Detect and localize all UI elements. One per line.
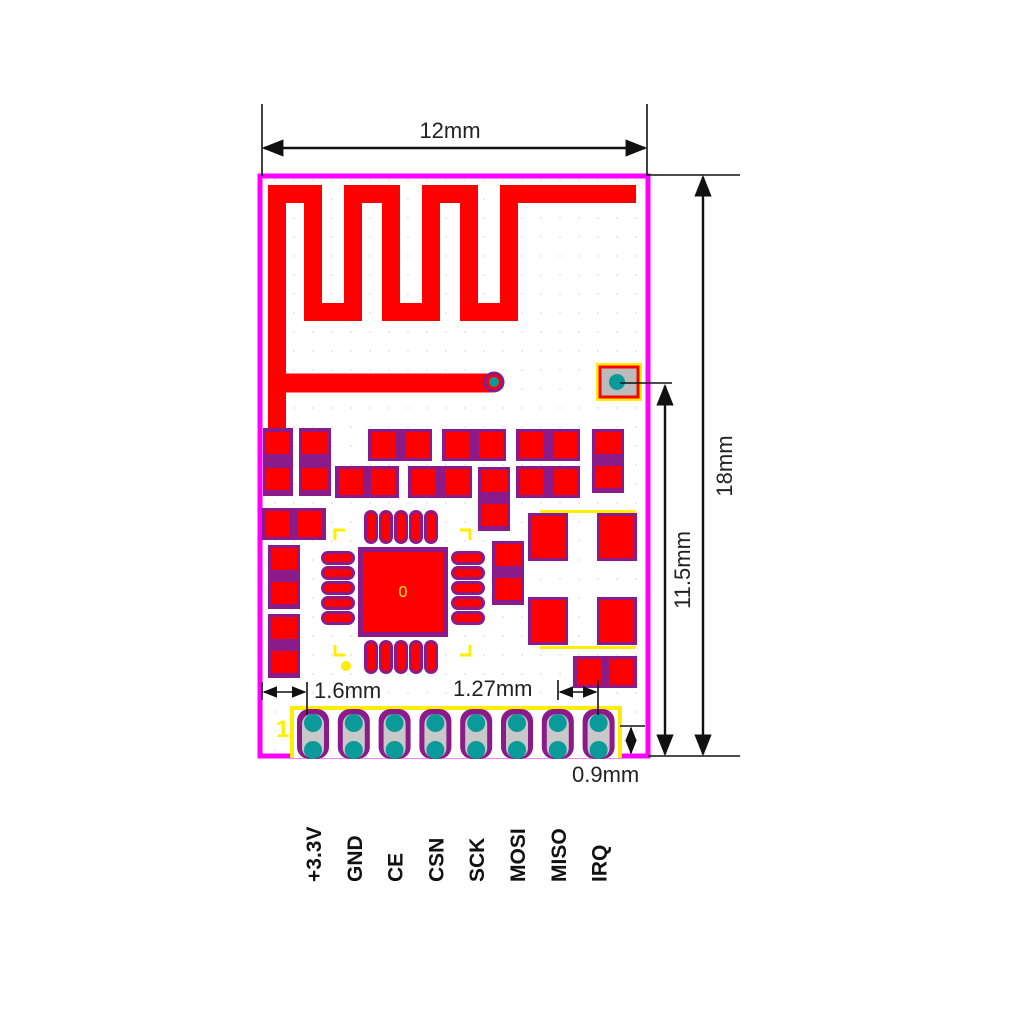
pin-label: CSN (425, 838, 448, 882)
header-pin (460, 709, 493, 759)
chip-marker: 0 (399, 584, 408, 601)
pin1-marker: 1 (276, 716, 289, 743)
smd-components (262, 428, 637, 688)
pin-header: 1 (276, 706, 622, 759)
width-label: 12mm (419, 118, 480, 143)
pitch-label: 1.27mm (453, 676, 532, 701)
header-pin (501, 709, 533, 759)
pin-label: MISO (548, 828, 571, 882)
header-pin (297, 709, 329, 759)
antenna-trace (268, 185, 636, 432)
pin-edge-label: 0.9mm (572, 762, 639, 787)
pin-label: GND (344, 835, 367, 882)
height-label: 18mm (712, 435, 737, 496)
pin-label: +3.3V (303, 827, 326, 882)
pin-label: IRQ (589, 845, 612, 882)
header-pin (541, 709, 574, 759)
pin-label: MOSI (507, 828, 530, 882)
header-pin (378, 709, 411, 759)
pin-label: SCK (466, 838, 489, 882)
header-pin (419, 709, 452, 759)
header-pin (337, 709, 370, 759)
dimension-lines (261, 104, 740, 757)
antenna-pad (596, 363, 642, 401)
pin-label: CE (385, 853, 408, 882)
pin-labels: +3.3V GND CE CSN SCK MOSI MISO IRQ (303, 827, 612, 882)
edge-pin1-label: 1.6mm (314, 678, 381, 703)
header-antenna-label: 11.5mm (670, 531, 695, 609)
qfn-chip: 0 (321, 510, 485, 674)
header-pin (582, 709, 615, 759)
